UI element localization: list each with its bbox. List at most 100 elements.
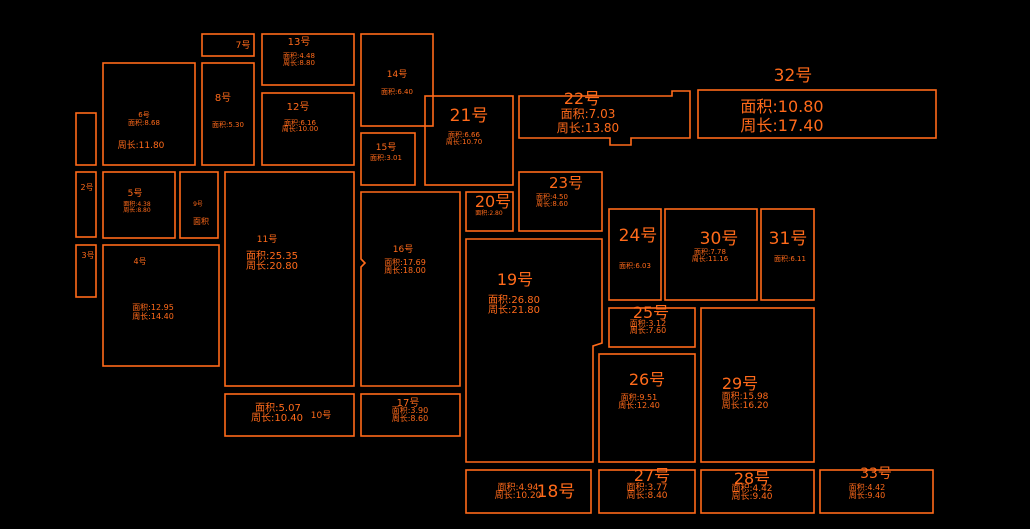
- room-outline: [75, 171, 97, 238]
- room-measure: 周长:7.60: [630, 325, 667, 335]
- room-label: 28号: [734, 469, 770, 488]
- room-outline: [224, 393, 355, 437]
- room-outline: [518, 90, 691, 146]
- room-measure: 周长:10.00: [282, 124, 318, 133]
- room-measure: 周长:18.00: [384, 265, 426, 275]
- room-outline: [75, 244, 97, 298]
- room-measure: 周长:21.80: [488, 304, 540, 316]
- room-outline: [102, 171, 176, 239]
- room-label: 6号: [138, 111, 149, 119]
- room-measure: 面积:3.01: [370, 153, 402, 162]
- room-measure: 18号: [537, 482, 576, 502]
- room-measure: 面积:7.03: [561, 107, 616, 121]
- room-measure: 面积:6.66: [448, 130, 480, 139]
- room-label: 30号: [700, 229, 739, 249]
- room-measure: 周长:16.20: [722, 399, 769, 411]
- room-outline: [424, 95, 514, 186]
- room-outline: [360, 132, 416, 186]
- room-outline: [700, 469, 815, 514]
- room-label: 面积:5.07: [255, 402, 301, 414]
- room-measure: 面积:6.16: [284, 118, 316, 127]
- room-label: 33号: [860, 466, 892, 482]
- room-outline: [760, 208, 815, 301]
- room-label: 11号: [257, 234, 277, 245]
- room-measure: 面积:17.69: [384, 257, 426, 267]
- room-outline: [518, 171, 603, 232]
- room-outline: [608, 307, 696, 348]
- room-outline: [179, 171, 219, 239]
- room-measure: 周长:13.80: [557, 121, 619, 135]
- room-measure: 面积:26.80: [488, 294, 540, 306]
- room-measure: 面积:5.30: [212, 120, 244, 129]
- room-label: 3号: [81, 251, 94, 260]
- room-measure: 周长:14.40: [132, 311, 174, 321]
- room-outline: [664, 208, 758, 301]
- room-label: 2号: [80, 183, 93, 192]
- room-outline: [360, 393, 461, 437]
- room-label: 21号: [450, 106, 489, 126]
- room-label: 19号: [497, 270, 533, 289]
- room-measure: 面积:9.51: [621, 392, 658, 402]
- room-label: 12号: [287, 101, 310, 113]
- room-measure: 周长:17.40: [740, 116, 823, 135]
- room-label: 31号: [769, 229, 808, 249]
- room-measure: 面积: [193, 216, 209, 226]
- room-measure: 周长:11.16: [692, 254, 729, 263]
- room-measure: 周长:20.80: [246, 260, 298, 272]
- room-measure: 面积:6.11: [774, 254, 806, 263]
- room-measure: 周长:8.60: [392, 413, 429, 423]
- room-label: 27号: [634, 466, 670, 485]
- room-measure: 面积:25.35: [246, 250, 298, 262]
- room-label: 9号: [193, 201, 203, 208]
- room-measure: 周长:12.40: [618, 400, 660, 410]
- room-measure: 周长:10.40: [251, 412, 303, 424]
- room-measure: 面积:4.50: [536, 192, 568, 201]
- room-outline: [201, 62, 255, 166]
- room-outline: [360, 33, 434, 127]
- room-label: 16号: [393, 244, 413, 255]
- room-measure: 面积:8.68: [128, 118, 160, 127]
- room-outline: [465, 238, 603, 463]
- room-measure: 周长:8.40: [626, 489, 667, 501]
- room-label: 8号: [215, 92, 231, 104]
- room-measure: 面积:10.80: [740, 97, 823, 116]
- room-label: 25号: [633, 303, 669, 322]
- room-measure: 面积:4.42: [731, 482, 772, 494]
- room-measure: 7号: [236, 40, 251, 51]
- room-outline: [261, 33, 355, 86]
- room-measure: 周长:11.80: [118, 139, 165, 151]
- room-measure: 10号: [311, 410, 331, 421]
- room-measure: 面积:2.80: [475, 209, 503, 217]
- room-label: 5号: [128, 188, 143, 199]
- room-measure: 周长:8.60: [536, 199, 568, 208]
- room-measure: 周长:10.70: [446, 137, 482, 146]
- room-outline: [261, 92, 355, 166]
- room-7: 7号: [201, 33, 255, 57]
- room-outline: [700, 307, 815, 463]
- room-label: 20号: [475, 192, 511, 211]
- room-measure: 面积:12.95: [132, 302, 174, 312]
- room-measure: 面积:7.78: [694, 247, 726, 256]
- room-outline: [465, 191, 514, 232]
- room-measure: 面积:3.12: [630, 318, 667, 328]
- room-label: 24号: [619, 226, 658, 246]
- room-outline: [608, 208, 662, 301]
